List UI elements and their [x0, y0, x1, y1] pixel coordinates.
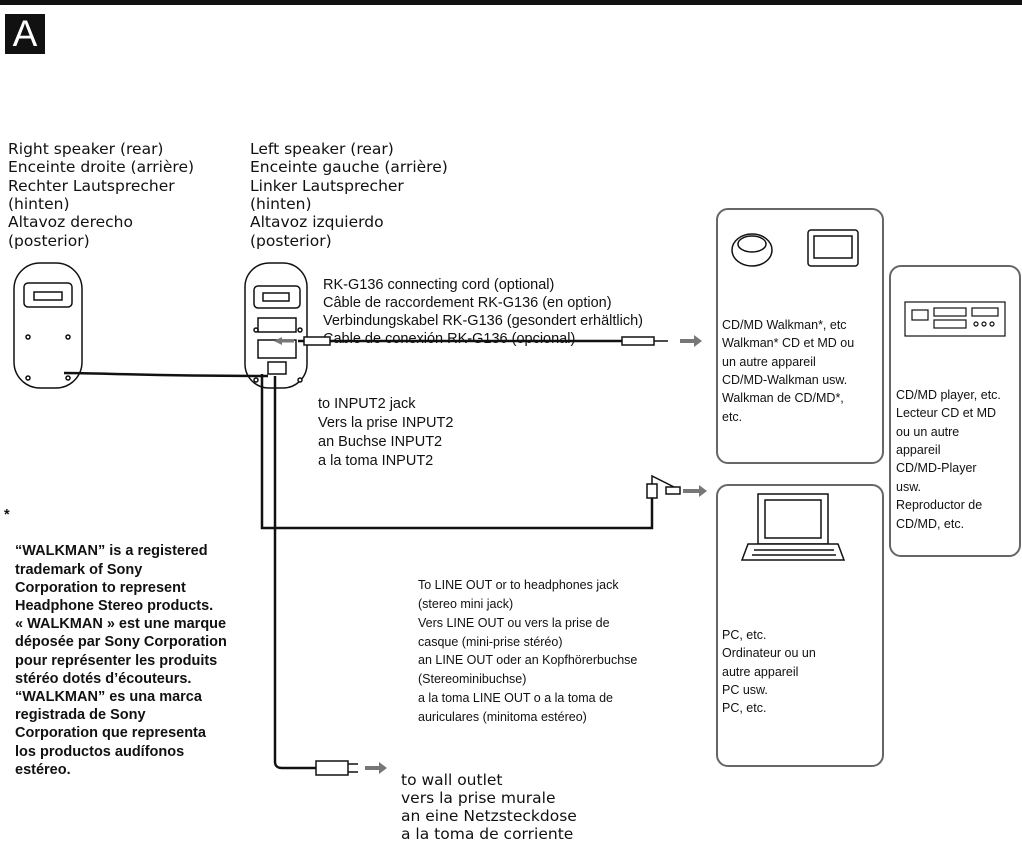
walkman-box: [716, 208, 884, 464]
md-walkman-icon: [731, 233, 773, 267]
right-speaker-icon: [13, 262, 83, 389]
left-speaker-label: Left speaker (rear)Enceinte gauche (arri…: [250, 139, 448, 250]
left-speaker-icon: [244, 262, 308, 389]
cd-player-box: [889, 265, 1021, 557]
connecting-cord-label: RK-G136 connecting cord (optional)Câble …: [323, 277, 643, 347]
right-speaker-label: Right speaker (rear)Enceinte droite (arr…: [8, 139, 195, 250]
laptop-icon: [740, 493, 846, 561]
line-out-cable: [260, 374, 658, 530]
section-letter: A: [5, 14, 45, 54]
speaker-cable: [63, 371, 269, 378]
top-rule: [0, 0, 1022, 5]
pc-box: [716, 484, 884, 767]
line-out-label: To LINE OUT or to headphones jack(stereo…: [418, 577, 638, 725]
connection-diagram: [13, 229, 1006, 776]
cd-player-icon: [904, 301, 1006, 337]
mini-plug-icon: [646, 474, 681, 499]
ac-plug-icon: [315, 760, 358, 776]
power-cord: [273, 376, 316, 770]
rk-g136-cord: [274, 335, 702, 347]
footnote-marker: *: [4, 507, 10, 523]
cd-walkman-icon: [807, 229, 859, 267]
